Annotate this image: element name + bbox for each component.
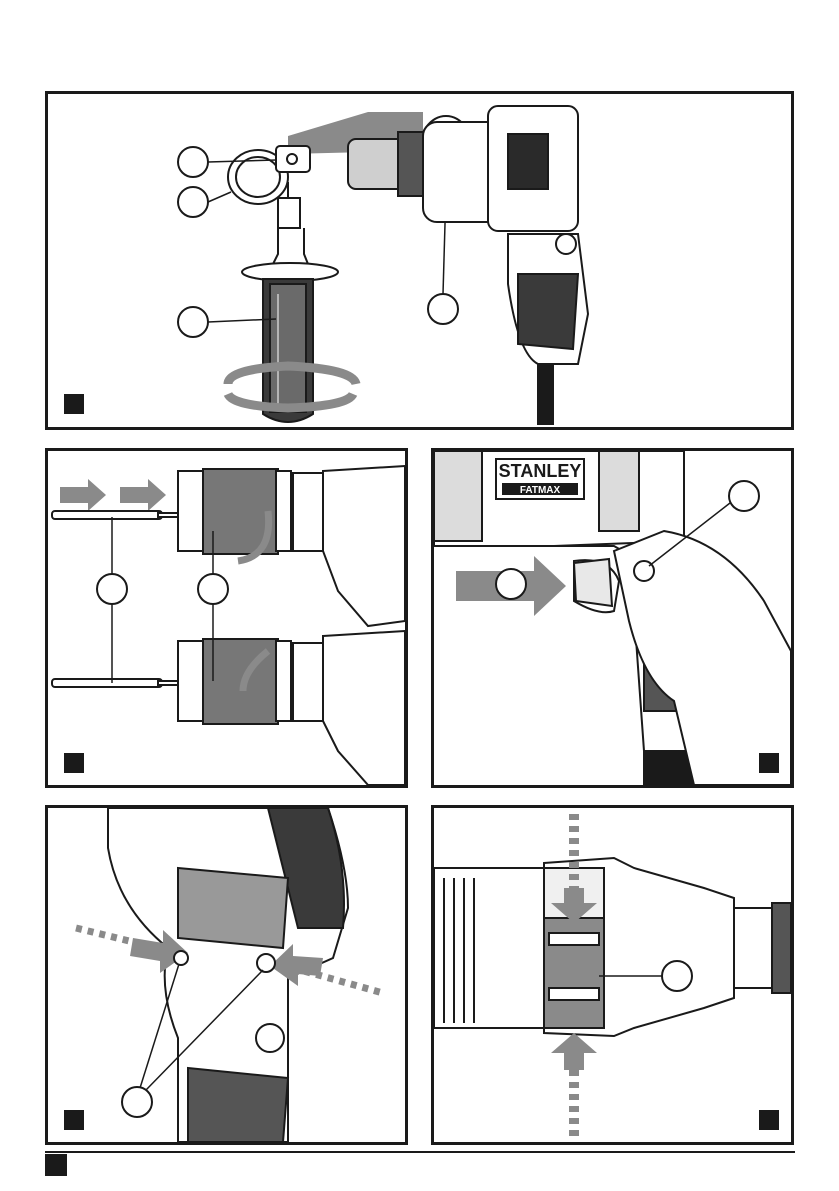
callout-markers [662, 961, 692, 991]
figure-tag [64, 394, 84, 414]
direction-switch-illustration [48, 808, 405, 1142]
figure-tag [64, 753, 84, 773]
page-tag [45, 1154, 67, 1176]
trigger-icon [574, 559, 612, 606]
figure-panel-3: STANLEY FATMAX [431, 448, 794, 788]
figure-tag [759, 1110, 779, 1130]
figure-panel-1 [45, 91, 794, 430]
callout-markers [97, 574, 228, 604]
side-handle-assembly-illustration [48, 94, 791, 427]
chuck-icon [178, 631, 405, 785]
figure-tag [64, 1110, 84, 1130]
drill-icon [348, 106, 588, 424]
figure-panel-2 [45, 448, 408, 788]
push-arrow-icon [60, 479, 166, 511]
callout-markers [122, 1087, 152, 1117]
trigger-lock-illustration: STANLEY FATMAX [434, 451, 791, 785]
chuck-bit-illustration [48, 451, 405, 785]
drill-body-icon [434, 858, 791, 1036]
footer-rule [45, 1151, 795, 1153]
brand-name: STANLEY [499, 461, 582, 481]
figure-tag [759, 753, 779, 773]
side-handle-icon [228, 146, 338, 422]
brand-subname: FATMAX [520, 485, 561, 496]
figure-panel-4 [45, 805, 408, 1145]
mode-selector-icon [544, 918, 604, 1028]
mode-selector-illustration [434, 808, 791, 1142]
figure-panel-5 [431, 805, 794, 1145]
